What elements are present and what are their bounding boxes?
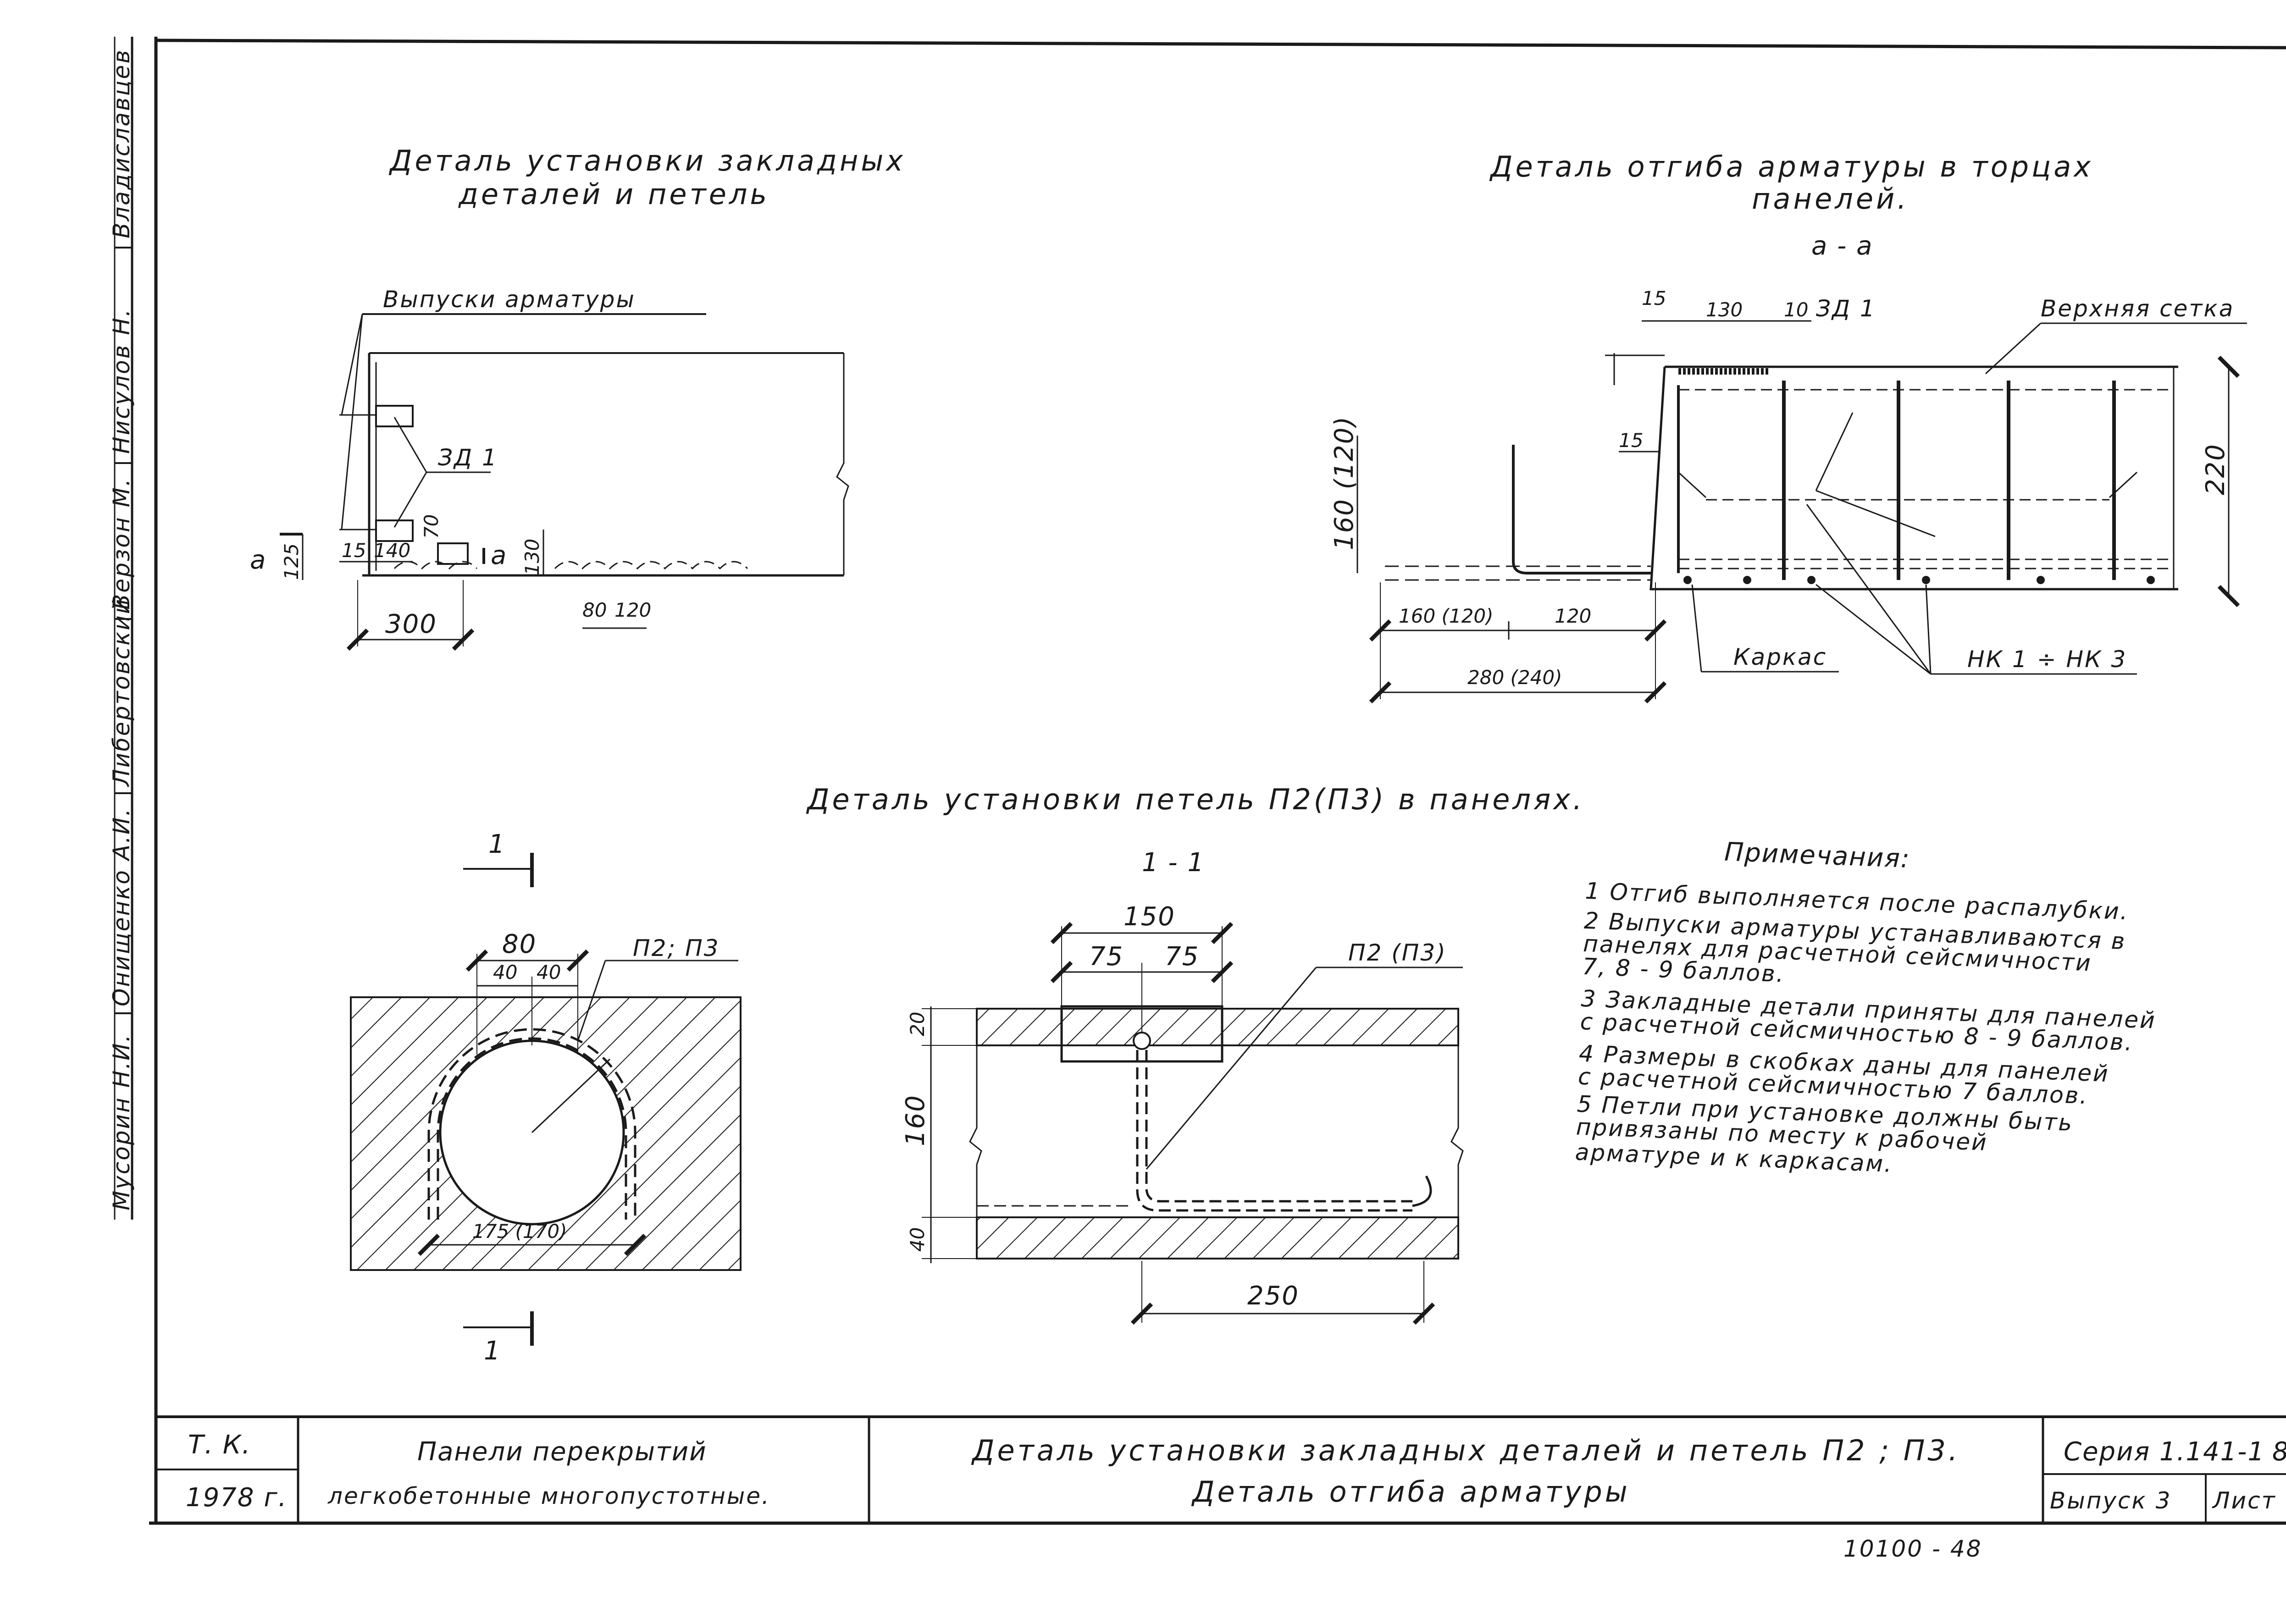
detail3-title: Деталь установки петель П2(П3) в панелях… (806, 783, 1585, 816)
dim3-40a: 40 (493, 961, 517, 983)
dim2-10: 10 (1784, 298, 1808, 321)
section-1-1: 1 - 1 (1142, 848, 1205, 878)
detail2-title-1: Деталь отгиба арматуры в торцах (1489, 150, 2093, 183)
tk-label: Т. К. (188, 1430, 251, 1460)
dim-125: 125 (280, 543, 303, 580)
sheet-frame (149, 37, 2286, 1525)
notes-heading: Примечания: (1724, 837, 1911, 874)
cut-mark-bottom: 1 (484, 1336, 501, 1366)
dim-300: 300 (385, 609, 437, 639)
dim3-40c: 40 (906, 1227, 929, 1252)
dim3-160: 160 (901, 1094, 930, 1146)
dim-130: 130 (521, 539, 543, 575)
dim-120: 120 (614, 599, 651, 621)
series-label: Серия 1.141-1 (2064, 1437, 2265, 1467)
stamp-name-6: Владиславцев (108, 49, 135, 238)
dim2-130: 130 (1706, 298, 1743, 321)
stamp-name-3: Либертовский (108, 598, 135, 787)
sheet-title-2: Деталь отгиба арматуры (1191, 1475, 1630, 1508)
dim2-220: 220 (2201, 443, 2231, 495)
detail-rebar-bend: Деталь отгиба арматуры в торцах панелей.… (1329, 150, 2247, 704)
dim3-40b: 40 (537, 961, 561, 983)
issue-label: Выпуск 3 (2050, 1487, 2171, 1514)
stamp-name-1: Мусорин Н.И. (108, 1033, 135, 1210)
stamp-name-4: Верзон М. (108, 477, 135, 610)
section-mark-a-left: а (250, 545, 266, 575)
section-mark-a-right: а (491, 541, 507, 570)
product-line-2: легкобетонные многопустотные. (327, 1483, 770, 1509)
product-line-1: Панели перекрытий (417, 1437, 707, 1467)
label-rebar-outlets: Выпуски арматуры (383, 286, 636, 313)
dim3-20: 20 (906, 1012, 929, 1036)
label-frame: Каркас (1733, 644, 1827, 670)
detail-embedded-parts: Деталь установки закладных деталей и пет… (250, 144, 906, 651)
detail-loops: Деталь установки петель П2(П3) в панелях… (350, 783, 1585, 1366)
label2-zd1: ЗД 1 (1816, 295, 1876, 322)
cut-mark-top: 1 (488, 829, 506, 859)
dim-140: 140 (374, 539, 410, 562)
label-top-mesh: Верхняя сетка (2041, 295, 2234, 322)
dim3-80: 80 (502, 929, 537, 959)
series-cut: 8 (2272, 1437, 2286, 1467)
side-stamp: Мусорин Н.И. Онищенко А.И. Либертовский … (108, 37, 135, 1220)
dim-15: 15 (342, 539, 366, 562)
year-label: 1978 г. (186, 1483, 288, 1513)
detail1-title-2: деталей и петель (458, 177, 769, 211)
footer-code: 10100 - 48 (1843, 1536, 1982, 1562)
dim3-250: 250 (1247, 1281, 1299, 1311)
stamp-name-2: Онищенко А.И. (108, 807, 135, 1006)
label-zd1: ЗД 1 (438, 444, 498, 471)
dim2-15b: 15 (1619, 429, 1643, 452)
title-block: Т. К. 1978 г. Панели перекрытий легкобет… (156, 1415, 2286, 1562)
dim3-75a: 75 (1089, 942, 1124, 972)
label-loop-2: П2 (П3) (1348, 939, 1447, 966)
sheet-label: Лист (2212, 1487, 2276, 1514)
dim2-160-120-v: 160 (120) (1329, 416, 1359, 550)
section-a-a: а - а (1811, 231, 1873, 261)
dim3-175: 175 (170) (472, 1220, 567, 1243)
label-nk: НК 1 ÷ НК 3 (1967, 646, 2127, 673)
dim2-160-120-h: 160 (120) (1399, 605, 1493, 627)
dim2-280-240: 280 (240) (1467, 666, 1562, 689)
dim3-150: 150 (1124, 902, 1175, 932)
dim3-75b: 75 (1165, 942, 1199, 972)
dim2-120: 120 (1555, 605, 1591, 627)
label-loop: П2; П3 (633, 935, 720, 961)
detail1-title-1: Деталь установки закладных (388, 144, 906, 177)
dim-70: 70 (420, 514, 443, 539)
stamp-name-5: Нисулов Н. (108, 308, 135, 454)
sheet-title-1: Деталь установки закладных деталей и пет… (971, 1434, 1960, 1467)
dim-80: 80 (582, 599, 607, 621)
notes: Примечания: 1 Отгиб выполняется после ра… (1575, 837, 2157, 1178)
dim2-15a: 15 (1642, 287, 1666, 309)
detail2-title-2: панелей. (1752, 182, 1909, 215)
